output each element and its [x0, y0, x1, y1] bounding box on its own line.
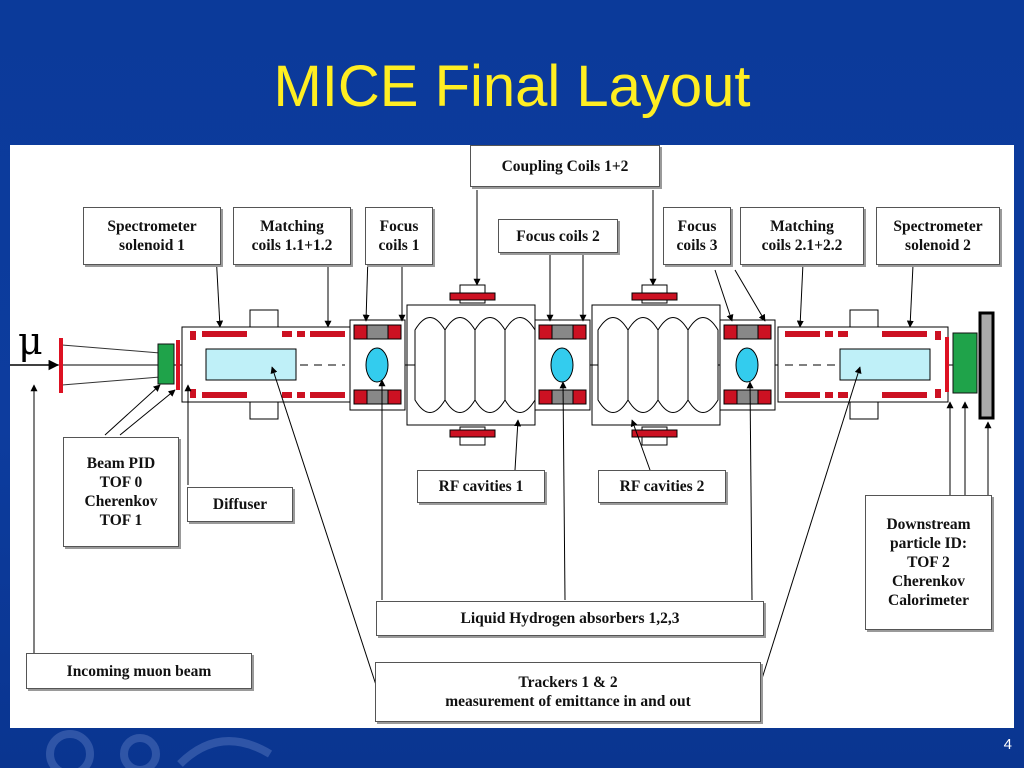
cherenkov-downstream — [952, 332, 978, 394]
muon-symbol: μ — [18, 319, 43, 363]
spectrometer-solenoid-1 — [181, 309, 353, 420]
spectrometer-solenoid-2 — [777, 309, 949, 420]
tof2-bar — [945, 337, 949, 392]
label-spectrometer-solenoid-1: Spectrometer solenoid 1 — [83, 207, 221, 265]
layout-diagram: μ Coupling Coils 1+2 Spectrometer soleno… — [10, 145, 1014, 728]
label-beam-pid: Beam PID TOF 0 Cherenkov TOF 1 — [63, 437, 179, 547]
label-spectrometer-solenoid-2: Spectrometer solenoid 2 — [876, 207, 1000, 265]
label-matching-coils-2: Matching coils 2.1+2.2 — [740, 207, 864, 265]
calorimeter — [978, 311, 995, 420]
focus-coil-module-3 — [719, 319, 776, 411]
label-focus-coils-1: Focus coils 1 — [365, 207, 433, 265]
label-diffuser: Diffuser — [187, 487, 293, 522]
label-coupling-coils: Coupling Coils 1+2 — [470, 145, 660, 187]
focus-coil-module-2 — [534, 319, 591, 411]
label-trackers: Trackers 1 & 2 measurement of emittance … — [375, 662, 761, 722]
beamline-drawing — [10, 190, 995, 686]
label-lh2-absorbers: Liquid Hydrogen absorbers 1,2,3 — [376, 601, 764, 636]
coupling-coil-2 — [631, 284, 678, 446]
tof1-bar — [176, 340, 180, 390]
label-rf-cavities-2: RF cavities 2 — [598, 470, 726, 503]
gear-logo-decoration — [46, 730, 273, 768]
tof0-bar — [59, 338, 63, 393]
rf-cavities-1 — [406, 304, 536, 426]
label-focus-coils-3: Focus coils 3 — [663, 207, 731, 265]
rf-cavities-2 — [591, 304, 721, 426]
label-focus-coils-2: Focus coils 2 — [498, 219, 618, 253]
label-matching-coils-1: Matching coils 1.1+1.2 — [233, 207, 351, 265]
focus-coil-module-1 — [349, 319, 406, 411]
cherenkov-upstream — [157, 343, 175, 385]
label-rf-cavities-1: RF cavities 1 — [417, 470, 545, 503]
label-downstream-pid: Downstream particle ID: TOF 2 Cherenkov … — [865, 495, 992, 630]
page-number: 4 — [1003, 736, 1012, 753]
slide-title: MICE Final Layout — [273, 54, 751, 119]
coupling-coil-1 — [449, 284, 496, 446]
label-incoming-muon-beam: Incoming muon beam — [26, 653, 252, 689]
